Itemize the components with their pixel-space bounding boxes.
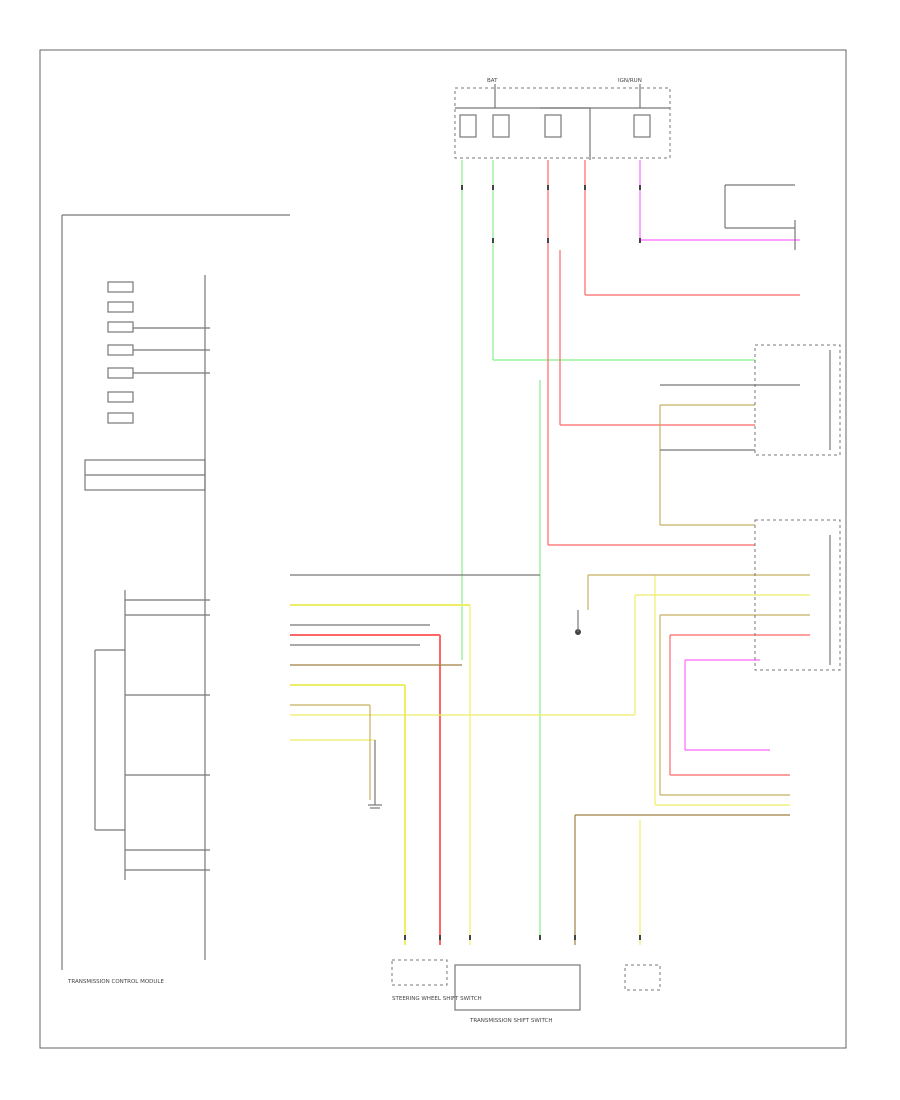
connector-ticks: [404, 185, 641, 940]
right-components: [754, 344, 841, 671]
steering-wheel-shift-switch: STEERING WHEEL SHIFT SWITCH: [391, 959, 482, 1002]
fuse-box: BAT IGN/RUN: [454, 78, 671, 160]
tcm-label: TRANSMISSION CONTROL MODULE: [67, 979, 164, 985]
diagram-frame: [39, 49, 847, 1049]
ground-symbols: [368, 610, 661, 991]
wire-gray: [290, 184, 800, 646]
wire-olive: [290, 404, 810, 945]
wire-magenta: [639, 160, 800, 751]
wire-green: [461, 160, 755, 940]
svg-text:TRANSMISSION SHIFT SWITCH: TRANSMISSION SHIFT SWITCH: [469, 1018, 552, 1024]
top-label-bat: BAT: [487, 78, 498, 84]
wire-red: [290, 160, 810, 945]
wire-yellow: [290, 575, 810, 945]
transmission-control-module: TRANSMISSION CONTROL MODULE: [61, 214, 290, 985]
svg-text:STEERING WHEEL SHIFT SWITCH: STEERING WHEEL SHIFT SWITCH: [392, 996, 482, 1002]
transmission-shift-switch: TRANSMISSION SHIFT SWITCH: [454, 964, 581, 1024]
top-label-ign: IGN/RUN: [618, 78, 642, 84]
